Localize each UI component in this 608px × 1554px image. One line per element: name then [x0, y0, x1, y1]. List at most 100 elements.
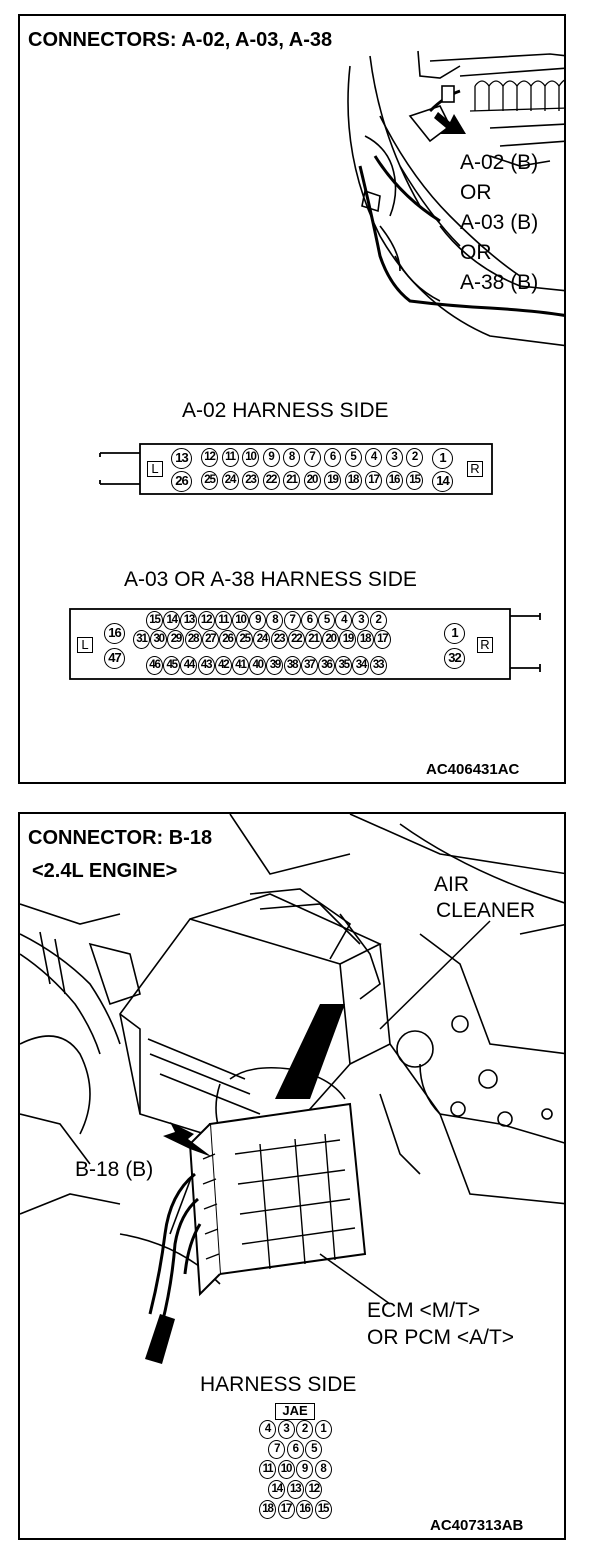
pin-8: 8 — [283, 448, 300, 467]
pin-13: 13 — [180, 611, 198, 630]
pin-45: 45 — [163, 656, 181, 675]
callout-line-5: A-38 (B) — [460, 271, 539, 294]
pin-12: 12 — [197, 611, 215, 630]
pin-17: 17 — [277, 1500, 295, 1519]
pin-9: 9 — [249, 611, 267, 630]
panel-subtitle: <2.4L ENGINE> — [32, 860, 178, 882]
pin-15: 15 — [146, 611, 163, 630]
figure-code: AC407313AB — [430, 1517, 524, 1534]
a03-connector-body — [69, 608, 541, 680]
pin-46: 46 — [146, 656, 163, 675]
a03-heading: A-03 OR A-38 HARNESS SIDE — [124, 568, 417, 591]
pin-41: 41 — [232, 656, 249, 675]
pin-1: 1 — [444, 623, 465, 644]
callout-wedge — [275, 1004, 345, 1099]
pin-35: 35 — [335, 656, 353, 675]
engine-bay-illustration-1 — [69, 50, 564, 680]
pin-12: 12 — [305, 1480, 323, 1499]
pin-7: 7 — [283, 611, 301, 630]
pin-20: 20 — [322, 630, 340, 649]
pin-33: 33 — [369, 656, 387, 675]
pin-4: 4 — [365, 448, 382, 467]
a03-left-tag: L — [77, 637, 93, 653]
pin-18: 18 — [344, 471, 362, 490]
pin-34: 34 — [352, 656, 370, 675]
pin-19: 19 — [339, 630, 357, 649]
pin-25: 25 — [236, 630, 254, 649]
pin-18: 18 — [259, 1500, 276, 1519]
ecm-label-2: OR PCM <A/T> — [367, 1326, 515, 1349]
pin-18: 18 — [356, 630, 374, 649]
pin-3: 3 — [352, 611, 370, 630]
harness-side-heading: HARNESS SIDE — [200, 1373, 357, 1396]
pin-26: 26 — [171, 471, 192, 492]
jae-tag: JAE — [275, 1403, 315, 1420]
pin-7: 7 — [303, 448, 321, 467]
pin-2: 2 — [369, 611, 387, 630]
pin-6: 6 — [286, 1440, 304, 1459]
pin-22: 22 — [262, 471, 280, 490]
pin-2: 2 — [406, 448, 423, 467]
callout-line-2: OR — [460, 181, 492, 204]
panel-title: CONNECTORS: A-02, A-03, A-38 — [28, 29, 333, 51]
pin-24: 24 — [253, 630, 271, 649]
pin-11: 11 — [221, 448, 239, 467]
pin-14: 14 — [432, 471, 453, 492]
pin-25: 25 — [201, 471, 218, 490]
pin-7: 7 — [268, 1440, 286, 1459]
pin-16: 16 — [385, 471, 403, 490]
pin-10: 10 — [242, 448, 259, 467]
pin-14: 14 — [268, 1480, 286, 1499]
pin-23: 23 — [242, 471, 259, 490]
pin-43: 43 — [197, 656, 215, 675]
pin-8: 8 — [314, 1460, 332, 1479]
pin-17: 17 — [365, 471, 382, 490]
pin-2: 2 — [296, 1420, 313, 1439]
pin-9: 9 — [262, 448, 280, 467]
b18-label: B-18 (B) — [75, 1158, 154, 1181]
pin-10: 10 — [277, 1460, 295, 1479]
pin-16: 16 — [104, 623, 125, 644]
pin-29: 29 — [167, 630, 185, 649]
pin-1: 1 — [432, 448, 453, 469]
pin-11: 11 — [214, 611, 232, 630]
pin-3: 3 — [277, 1420, 295, 1439]
pin-24: 24 — [221, 471, 239, 490]
pin-28: 28 — [184, 630, 202, 649]
a02-connector-body — [99, 443, 493, 495]
pin-27: 27 — [201, 630, 219, 649]
pin-1: 1 — [314, 1420, 332, 1439]
pin-13: 13 — [171, 448, 192, 469]
pin-6: 6 — [300, 611, 318, 630]
callout-line-3: A-03 (B) — [460, 211, 539, 234]
pin-5: 5 — [344, 448, 362, 467]
b18-arrow-icon — [163, 1122, 212, 1157]
pin-22: 22 — [287, 630, 305, 649]
a02-left-tag: L — [147, 461, 163, 477]
callout-line-4: OR — [460, 241, 492, 264]
connector-diagram-b18: CONNECTOR: B-18 <2.4L ENGINE> AIR CLEANE… — [18, 812, 566, 1540]
pin-39: 39 — [266, 656, 284, 675]
pin-36: 36 — [318, 656, 335, 675]
pin-10: 10 — [232, 611, 249, 630]
pin-12: 12 — [201, 448, 218, 467]
pin-9: 9 — [296, 1460, 313, 1479]
pin-23: 23 — [270, 630, 288, 649]
pin-42: 42 — [214, 656, 232, 675]
pin-4: 4 — [259, 1420, 276, 1439]
pin-15: 15 — [314, 1500, 332, 1519]
pin-17: 17 — [373, 630, 391, 649]
pin-8: 8 — [266, 611, 284, 630]
pin-21: 21 — [305, 630, 322, 649]
air-cleaner-label-1: AIR — [434, 873, 470, 896]
a02-heading: A-02 HARNESS SIDE — [182, 399, 389, 422]
pin-37: 37 — [300, 656, 318, 675]
a03-right-tag: R — [477, 637, 493, 653]
pin-6: 6 — [324, 448, 341, 467]
pin-3: 3 — [385, 448, 403, 467]
pin-14: 14 — [163, 611, 181, 630]
pin-38: 38 — [283, 656, 301, 675]
connector-diagram-a02-a03-a38: CONNECTORS: A-02, A-03, A-38 A-02 (B) OR… — [18, 14, 566, 784]
pin-19: 19 — [324, 471, 341, 490]
pin-31: 31 — [133, 630, 150, 649]
